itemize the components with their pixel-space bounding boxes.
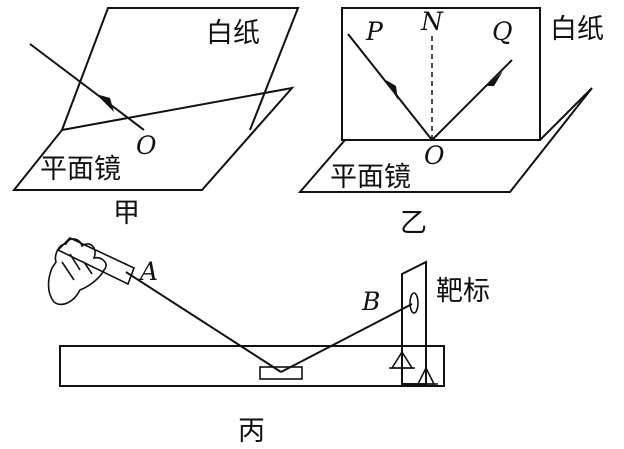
panel-bing: A B 靶标 丙 [47, 237, 490, 447]
bing-stand-right [414, 366, 438, 385]
jia-mirror [11, 86, 295, 191]
jia-paper-label: 白纸 [206, 18, 260, 49]
bing-table [59, 345, 445, 387]
yi-white-paper [341, 7, 541, 141]
bing-path-b [280, 303, 413, 373]
yi-mirror-label: 平面镜 [330, 162, 411, 193]
yi-point-o: O [424, 141, 445, 170]
caption-bing: 丙 [238, 416, 265, 447]
yi-point-n: N [420, 7, 444, 36]
caption-yi: 乙 [400, 208, 427, 239]
panel-jia: 白纸 O 平面镜 甲 [11, 7, 300, 229]
bing-point-a: A [138, 257, 158, 286]
yi-incident-ray [347, 33, 433, 141]
jia-white-paper [61, 7, 300, 131]
jia-ray-arrow [96, 94, 114, 112]
caption-jia: 甲 [113, 198, 140, 229]
yi-point-q: Q [492, 17, 513, 46]
jia-point-o: O [136, 131, 157, 160]
yi-incident-arrow [386, 80, 398, 100]
bing-ruler [56, 237, 136, 286]
bing-path-a [125, 271, 282, 373]
jia-incident-ray [29, 43, 145, 131]
jia-mirror-label: 平面镜 [40, 154, 121, 185]
panel-yi: P N Q 白纸 O 平面镜 乙 [297, 7, 604, 239]
yi-paper-label: 白纸 [550, 14, 604, 45]
yi-reflected-arrow [487, 71, 503, 86]
bing-target-label: 靶标 [436, 276, 490, 307]
bing-hand [47, 238, 107, 306]
bing-target-board [401, 260, 427, 385]
yi-point-p: P [365, 17, 384, 46]
bing-target-hole [409, 292, 419, 314]
bing-small-mirror [259, 366, 303, 380]
bing-stand-left [389, 346, 415, 369]
bing-point-b: B [361, 287, 380, 316]
yi-reflected-ray [431, 59, 513, 141]
